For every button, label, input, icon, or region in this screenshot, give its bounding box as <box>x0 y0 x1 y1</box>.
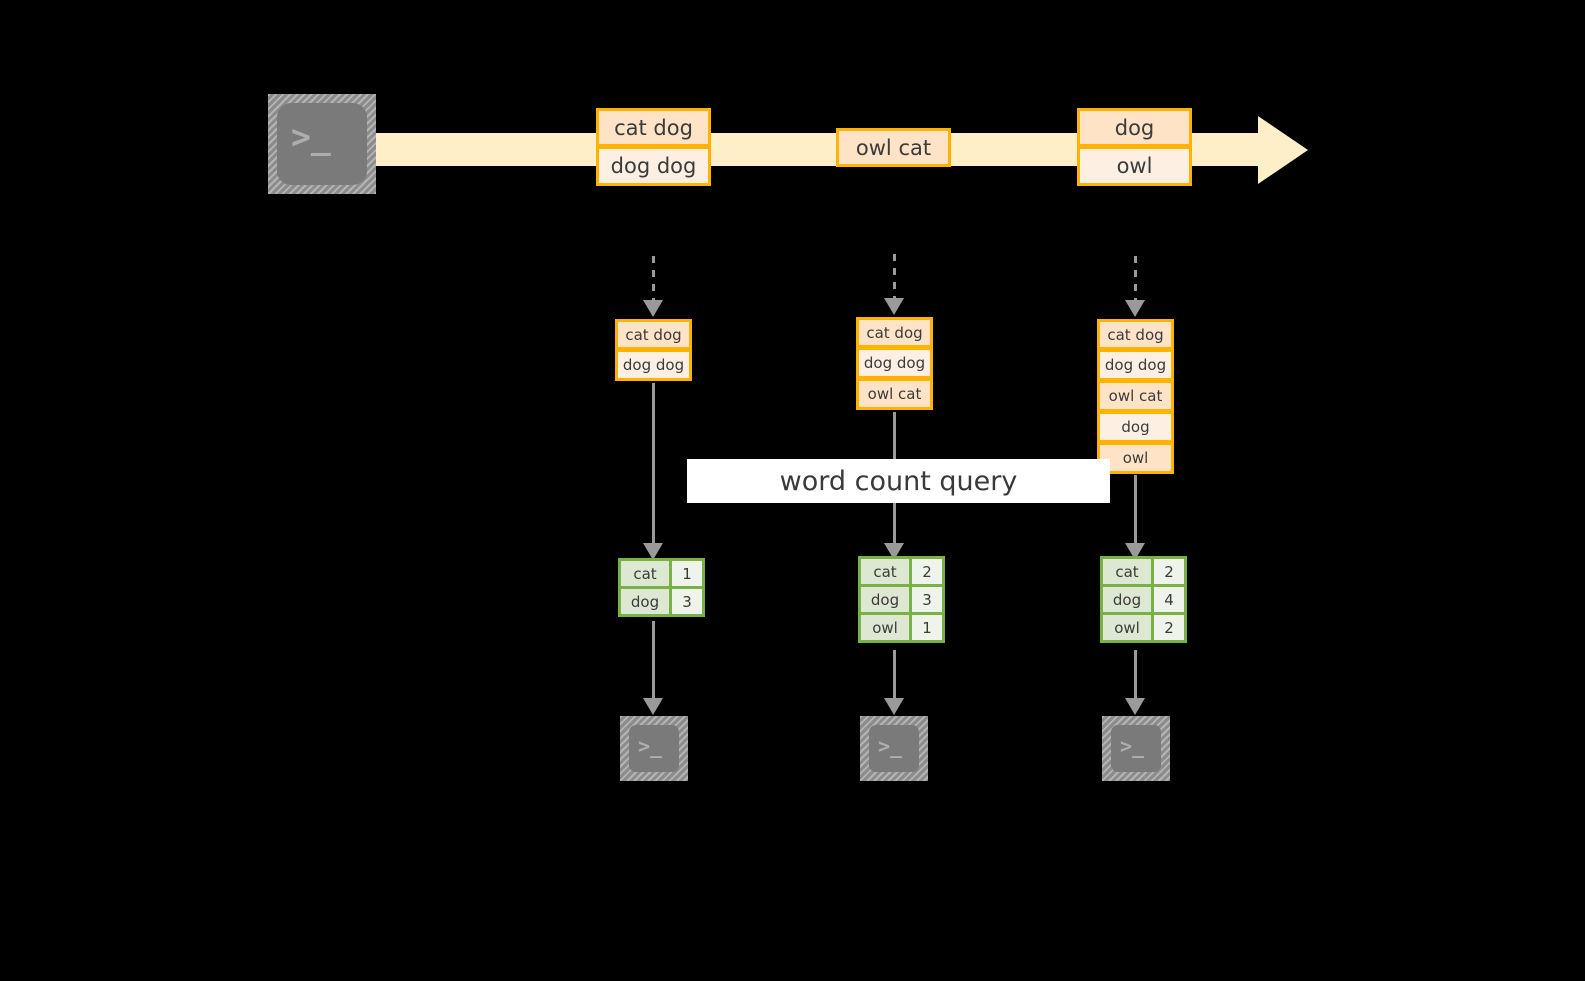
result-word: owl <box>858 612 912 643</box>
snapshot-arrow-dash-3 <box>1134 256 1137 302</box>
snapshot-arrow-head-3 <box>1125 300 1145 317</box>
log-entry: dog dog <box>615 350 692 381</box>
result-word: owl <box>1100 612 1154 643</box>
query-arrow-head-2 <box>884 543 904 560</box>
query-arrow-line-3 <box>1134 475 1137 546</box>
stream-event-line: owl <box>1077 147 1192 186</box>
result-word: cat <box>858 556 912 587</box>
result-word: dog <box>858 584 912 615</box>
log-entry: owl cat <box>856 379 933 410</box>
snapshot-arrow-dash-2 <box>893 254 896 300</box>
log-snapshot-3: cat dog dog dog owl cat dog owl <box>1097 319 1174 474</box>
result-table-3: cat 2 dog 4 owl 2 <box>1100 556 1187 643</box>
result-word: cat <box>1100 556 1154 587</box>
terminal-screen: >_ <box>1111 725 1161 772</box>
stream-event-line: dog <box>1077 108 1192 147</box>
table-row: dog 4 <box>1100 584 1187 615</box>
query-arrow-head-3 <box>1125 543 1145 560</box>
table-row: dog 3 <box>618 586 705 617</box>
stream-event-group-3: dog owl <box>1077 108 1192 186</box>
log-entry: dog dog <box>856 348 933 379</box>
terminal-prompt-glyph: >_ <box>638 734 663 758</box>
log-entry: dog dog <box>1097 350 1174 381</box>
result-count: 4 <box>1151 584 1187 615</box>
result-count: 2 <box>909 556 945 587</box>
producer-terminal-icon: >_ <box>268 94 376 194</box>
snapshot-arrow-head-2 <box>884 298 904 315</box>
output-arrow-line-3 <box>1134 650 1137 700</box>
output-arrow-head-2 <box>884 698 904 715</box>
log-entry: cat dog <box>1097 319 1174 350</box>
snapshot-arrow-dash-1 <box>652 256 655 302</box>
consumer-terminal-icon-2: >_ <box>860 716 928 781</box>
terminal-prompt-glyph: >_ <box>878 734 903 758</box>
terminal-screen: >_ <box>277 103 367 185</box>
result-count: 3 <box>909 584 945 615</box>
query-label-band: word count query <box>687 459 1110 503</box>
output-arrow-line-2 <box>893 650 896 700</box>
stream-event-group-2: owl cat <box>836 128 951 167</box>
result-count: 2 <box>1151 612 1187 643</box>
table-row: cat 1 <box>618 558 705 589</box>
log-entry: cat dog <box>856 317 933 348</box>
table-row: owl 1 <box>858 612 945 643</box>
log-entry: owl cat <box>1097 381 1174 412</box>
result-count: 2 <box>1151 556 1187 587</box>
result-count: 3 <box>669 586 705 617</box>
output-arrow-head-3 <box>1125 698 1145 715</box>
table-row: owl 2 <box>1100 612 1187 643</box>
consumer-terminal-icon-3: >_ <box>1102 716 1170 781</box>
query-label-text: word count query <box>779 465 1018 497</box>
log-entry: dog <box>1097 412 1174 443</box>
log-snapshot-2: cat dog dog dog owl cat <box>856 317 933 410</box>
stream-event-line: dog dog <box>596 147 711 186</box>
terminal-screen: >_ <box>869 725 919 772</box>
result-word: cat <box>618 558 672 589</box>
table-row: cat 2 <box>858 556 945 587</box>
event-stream-arrowhead <box>1258 116 1308 184</box>
query-arrow-line-1 <box>652 383 655 546</box>
table-row: dog 3 <box>858 584 945 615</box>
log-entry: cat dog <box>615 319 692 350</box>
result-table-1: cat 1 dog 3 <box>618 558 705 617</box>
snapshot-arrow-head-1 <box>643 300 663 317</box>
result-count: 1 <box>669 558 705 589</box>
terminal-screen: >_ <box>629 725 679 772</box>
output-arrow-line-1 <box>652 621 655 700</box>
terminal-prompt-glyph: >_ <box>1120 734 1145 758</box>
log-snapshot-1: cat dog dog dog <box>615 319 692 381</box>
consumer-terminal-icon-1: >_ <box>620 716 688 781</box>
query-arrow-head-1 <box>643 543 663 560</box>
result-word: dog <box>1100 584 1154 615</box>
table-row: cat 2 <box>1100 556 1187 587</box>
stream-event-line: cat dog <box>596 108 711 147</box>
stream-event-group-1: cat dog dog dog <box>596 108 711 186</box>
result-table-2: cat 2 dog 3 owl 1 <box>858 556 945 643</box>
result-word: dog <box>618 586 672 617</box>
result-count: 1 <box>909 612 945 643</box>
output-arrow-head-1 <box>643 698 663 715</box>
stream-event-line: owl cat <box>836 128 951 167</box>
terminal-prompt-glyph: >_ <box>291 117 331 156</box>
